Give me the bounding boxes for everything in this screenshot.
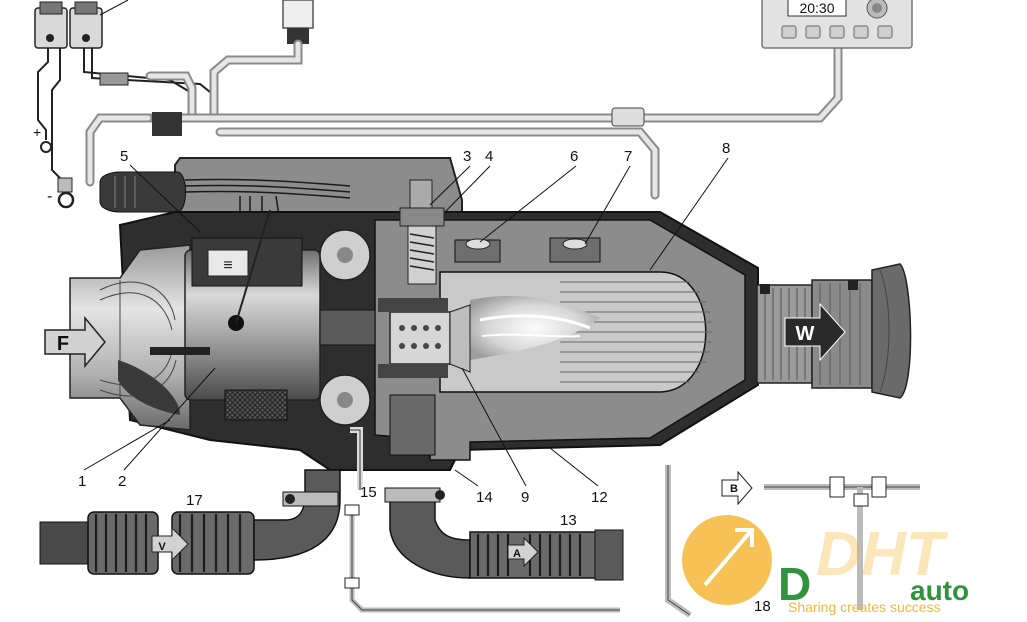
watermark-brand-auto: auto xyxy=(910,575,969,606)
watermark-brand-d: D xyxy=(778,558,811,610)
callout-labels: 5 3 4 6 7 8 1 2 9 12 13 14 15 17 18 xyxy=(78,140,771,615)
controller-time: 20:30 xyxy=(799,0,834,16)
fresh-air-label: F xyxy=(57,333,69,355)
exhaust-v-label: V xyxy=(158,541,166,553)
impeller-lower xyxy=(319,374,371,426)
callout-13: 13 xyxy=(560,512,577,529)
fuel-b-label: B xyxy=(730,483,738,495)
exhaust-a-label: A xyxy=(513,548,521,560)
watermark-slogan: Sharing creates success xyxy=(788,599,941,615)
harness-cable xyxy=(85,40,843,200)
fuse-holder xyxy=(34,0,129,49)
combustion-air-fan xyxy=(69,244,191,431)
callout-8: 7 xyxy=(624,148,632,165)
callout-6: 6 xyxy=(570,148,578,165)
callout-15: 15 xyxy=(360,484,377,501)
callout-18: 18 xyxy=(754,598,771,615)
connector-plug xyxy=(145,0,314,123)
fuel-pump-line: B xyxy=(665,465,920,618)
dht-watermark: DHT D auto Sharing creates success xyxy=(682,515,969,615)
fresh-air-arrow: F xyxy=(44,315,106,369)
warm-air-label: W xyxy=(796,323,815,345)
timer-controller: 20:30 xyxy=(761,0,913,49)
callout-5: 5 xyxy=(120,148,128,165)
callout-14: 14 xyxy=(476,489,493,506)
watermark-logo-text: DHT xyxy=(816,520,949,589)
exhaust-hose-left: V xyxy=(39,469,341,575)
control-unit-logo: ≡ xyxy=(223,257,232,274)
fuel-line xyxy=(344,504,620,613)
callout-9: 8 xyxy=(722,140,730,157)
blower-motor: ≡ xyxy=(150,209,321,421)
impeller-upper xyxy=(319,229,371,281)
callout-17: 17 xyxy=(186,492,203,509)
callout-1: 1 xyxy=(78,473,86,490)
callout-4: 4 xyxy=(485,148,493,165)
callout-12: 12 xyxy=(591,489,608,506)
callout-7: 9 xyxy=(521,489,529,506)
plus-label: + xyxy=(33,124,41,140)
minus-label: - xyxy=(47,188,52,205)
callout-3: 3 xyxy=(463,148,471,165)
warm-air-outlet: W xyxy=(756,263,912,399)
intake-hose-bottom: A xyxy=(384,487,624,581)
callout-2: 2 xyxy=(118,473,126,490)
